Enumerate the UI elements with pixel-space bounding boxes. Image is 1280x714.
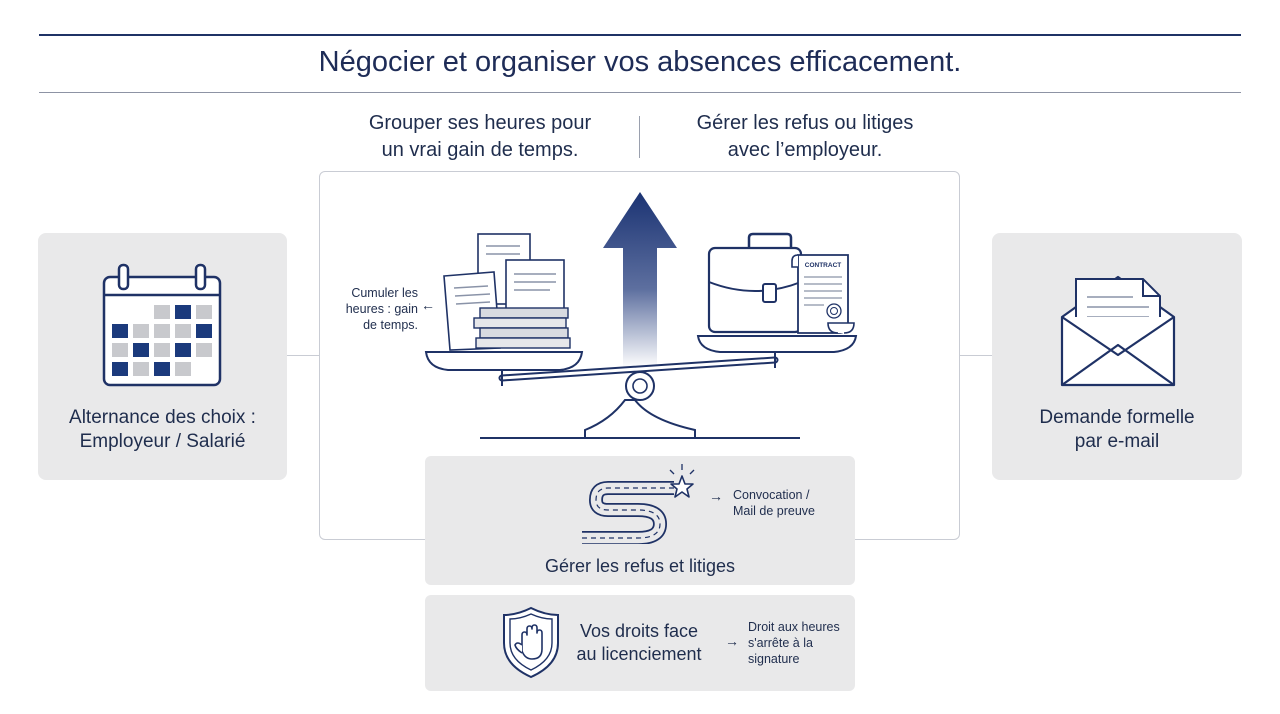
arrow-up-icon — [603, 192, 677, 368]
calendar-icon — [102, 263, 222, 387]
panel-droits-title-line-1: Vos droits face — [579, 621, 699, 641]
arrow-left-icon: ← — [421, 297, 435, 313]
note-cumuler: Cumuler les heures : gain de temps. — [336, 285, 418, 333]
note-droit-heures: Droit aux heures s'arrête à la signature — [748, 619, 853, 667]
panel-droits: Vos droits face au licenciement → Droit … — [425, 595, 855, 691]
arrow-right-icon-2: → — [725, 633, 739, 649]
caption-grouper-line-1: Grouper ses heures pour — [368, 112, 592, 134]
winding-road-star-icon — [582, 464, 695, 544]
scale-icon — [424, 335, 858, 439]
contract-label: CONTRACT — [805, 262, 841, 269]
note-droit-heures-line-3: signature — [748, 652, 800, 666]
card-demande-label-line-1: Demande formelle — [1039, 407, 1195, 428]
card-alternance-label-line-2: Employeur / Salarié — [79, 431, 246, 452]
caption-gerer: Gérer les refus ou litiges avec l’employ… — [655, 110, 955, 164]
page-title: Négocier et organiser vos absences effic… — [318, 46, 962, 78]
note-cumuler-line-3: de temps. — [363, 318, 418, 332]
panel-refus-title: Gérer les refus et litiges — [544, 556, 736, 576]
caption-grouper: Grouper ses heures pour un vrai gain de … — [330, 110, 630, 164]
note-droit-heures-line-1: Droit aux heures — [748, 620, 840, 634]
caption-gerer-line-1: Gérer les refus ou litiges — [696, 112, 914, 134]
panel-droits-title-line-2: au licenciement — [576, 644, 702, 664]
contract-icon: CONTRACT — [791, 254, 855, 334]
connector-left — [287, 355, 319, 356]
envelope-icon — [1060, 275, 1176, 387]
caption-divider — [639, 116, 640, 158]
briefcase-icon — [707, 232, 803, 334]
header-rule-bottom — [39, 92, 1241, 93]
connector-right — [960, 355, 992, 356]
card-alternance: Alternance des choix : Employeur / Salar… — [38, 233, 287, 480]
shield-hand-icon — [503, 606, 559, 679]
document-stack-icon — [443, 233, 571, 351]
caption-gerer-line-2: avec l’employeur. — [727, 139, 883, 161]
note-cumuler-line-1: Cumuler les — [351, 286, 418, 300]
note-convocation-line-1: Convocation / — [733, 488, 810, 502]
card-demande-label-line-2: par e-mail — [1074, 431, 1160, 452]
note-droit-heures-line-2: s'arrête à la — [748, 636, 813, 650]
note-convocation: Convocation / Mail de preuve — [733, 487, 843, 519]
caption-grouper-line-2: un vrai gain de temps. — [381, 139, 579, 161]
card-alternance-label-line-1: Alternance des choix : — [69, 407, 256, 428]
header-rule-top — [39, 34, 1241, 36]
panel-refus: → Convocation / Mail de preuve Gérer les… — [425, 456, 855, 585]
panel-droits-title: Vos droits face au licenciement — [569, 620, 709, 666]
note-convocation-line-2: Mail de preuve — [733, 504, 815, 518]
card-demande-label: Demande formelle par e-mail — [992, 406, 1242, 454]
card-alternance-label: Alternance des choix : Employeur / Salar… — [38, 406, 287, 454]
card-demande: Demande formelle par e-mail — [992, 233, 1242, 480]
arrow-right-icon: → — [709, 488, 723, 504]
note-cumuler-line-2: heures : gain — [345, 302, 418, 316]
